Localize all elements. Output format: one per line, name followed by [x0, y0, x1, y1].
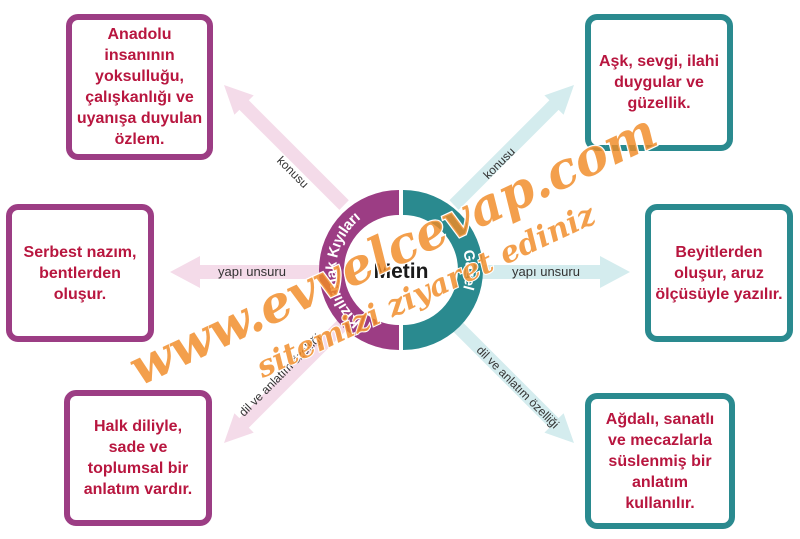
relation-label-right-top: konusu — [481, 145, 518, 182]
arrow-right-bottom — [449, 318, 574, 443]
center-disc — [346, 215, 456, 325]
arrow-right-middle — [470, 256, 630, 288]
right-box-konusu: Aşk, sevgi, ilahi duygular ve güzellik. — [585, 14, 733, 151]
relation-label-right-middle: yapı unsuru — [512, 264, 580, 279]
left-box-konusu-text: Anadolu insanının yoksulluğu, çalışkanlı… — [76, 26, 203, 148]
arrow-left-bottom — [224, 318, 349, 443]
relation-label-left-bottom: dil ve anlatım özelliği — [236, 331, 324, 419]
left-box-yapi-unsuru-text: Serbest nazım, bentlerden oluşur. — [23, 243, 137, 303]
right-arc-band — [403, 190, 483, 350]
arrow-left-top — [224, 85, 349, 210]
right-box-konusu-text: Aşk, sevgi, ilahi duygular ve güzellik. — [598, 53, 720, 112]
relation-label-left-middle: yapı unsuru — [218, 264, 286, 279]
right-box-dil-ve-anlatim-text: Ağdalı, sanatlı ve mecazlarla süslenmiş … — [605, 410, 715, 512]
arrow-left-middle — [170, 256, 332, 288]
relation-label-right-bottom: dil ve anlatım özelliği — [474, 343, 562, 431]
center-label: Metin — [374, 260, 429, 283]
left-box-konusu: Anadolu insanının yoksulluğu, çalışkanlı… — [66, 14, 213, 160]
right-arc-label: Gazel — [459, 248, 479, 292]
left-box-dil-ve-anlatim: Halk diliyle, sade ve toplumsal bir anla… — [64, 390, 212, 526]
right-box-dil-ve-anlatim: Ağdalı, sanatlı ve mecazlarla süslenmiş … — [585, 393, 735, 529]
left-arc-band — [319, 190, 399, 350]
left-box-dil-ve-anlatim-text: Halk diliyle, sade ve toplumsal bir anla… — [83, 418, 193, 498]
right-box-yapi-unsuru-text: Beyitlerden oluşur, aruz ölçüsüyle yazıl… — [655, 243, 783, 303]
left-box-yapi-unsuru: Serbest nazım, bentlerden oluşur. — [6, 204, 154, 342]
central-hub: Kızılırmak Kıyıları Gazel Metin — [319, 190, 483, 350]
right-box-yapi-unsuru: Beyitlerden oluşur, aruz ölçüsüyle yazıl… — [645, 204, 793, 342]
arrows — [170, 85, 630, 443]
arrow-right-top — [449, 85, 574, 210]
